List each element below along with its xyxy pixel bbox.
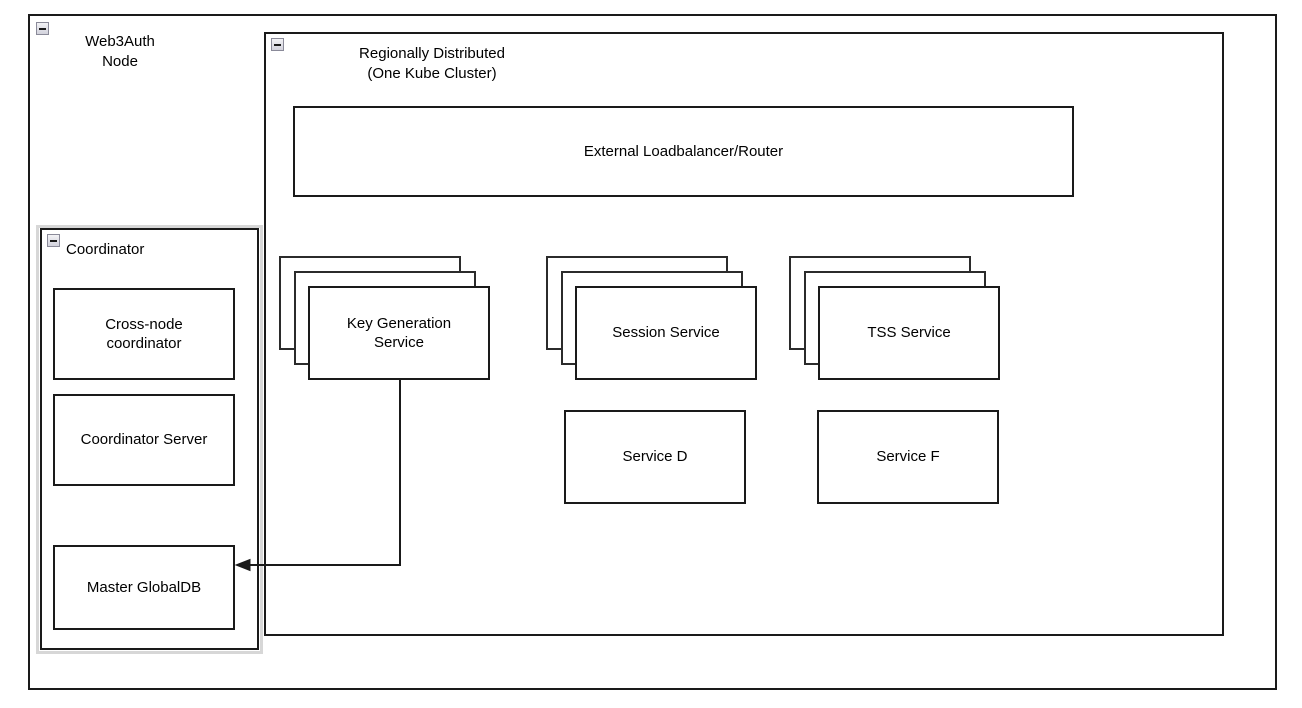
node-label-cross-node-coordinator: Cross-node coordinator — [105, 315, 183, 352]
stack-tss-service[interactable]: TSS Service — [789, 256, 1001, 380]
collapse-minus-icon-regionally-distributed[interactable] — [271, 38, 284, 51]
node-label-session-service: Session Service — [612, 324, 720, 342]
node-label-external-loadbalancer-router: External Loadbalancer/Router — [583, 142, 784, 160]
node-label-coordinator-server: Coordinator Server — [80, 431, 208, 449]
node-tss-service[interactable]: TSS Service — [818, 286, 1000, 380]
node-cross-node-coordinator[interactable]: Cross-node coordinator — [53, 288, 235, 380]
container-title-coordinator: Coordinator — [66, 241, 145, 258]
node-label-service-d: Service D — [622, 448, 688, 466]
node-label-key-generation-service: Key Generation Service — [346, 314, 452, 351]
node-key-generation-service[interactable]: Key Generation Service — [308, 286, 490, 380]
node-coordinator-server[interactable]: Coordinator Server — [53, 394, 235, 486]
node-label-service-f: Service F — [876, 448, 940, 466]
node-label-master-globaldb: Master GlobalDB — [86, 578, 202, 596]
node-label-tss-service: TSS Service — [867, 324, 951, 342]
stack-key-generation-service[interactable]: Key Generation Service — [279, 256, 491, 380]
node-service-f[interactable]: Service F — [817, 410, 999, 504]
stack-session-service[interactable]: Session Service — [546, 256, 758, 380]
node-master-globaldb[interactable]: Master GlobalDB — [53, 545, 235, 630]
container-title-regionally-distributed: Regionally Distributed (One Kube Cluster… — [359, 45, 505, 82]
container-title-web3auth-node: Web3Auth Node — [85, 33, 155, 70]
collapse-minus-icon-coordinator[interactable] — [47, 234, 60, 247]
node-external-loadbalancer-router[interactable]: External Loadbalancer/Router — [293, 106, 1074, 197]
node-session-service[interactable]: Session Service — [575, 286, 757, 380]
node-service-d[interactable]: Service D — [564, 410, 746, 504]
collapse-minus-icon-web3auth-node[interactable] — [36, 22, 49, 35]
